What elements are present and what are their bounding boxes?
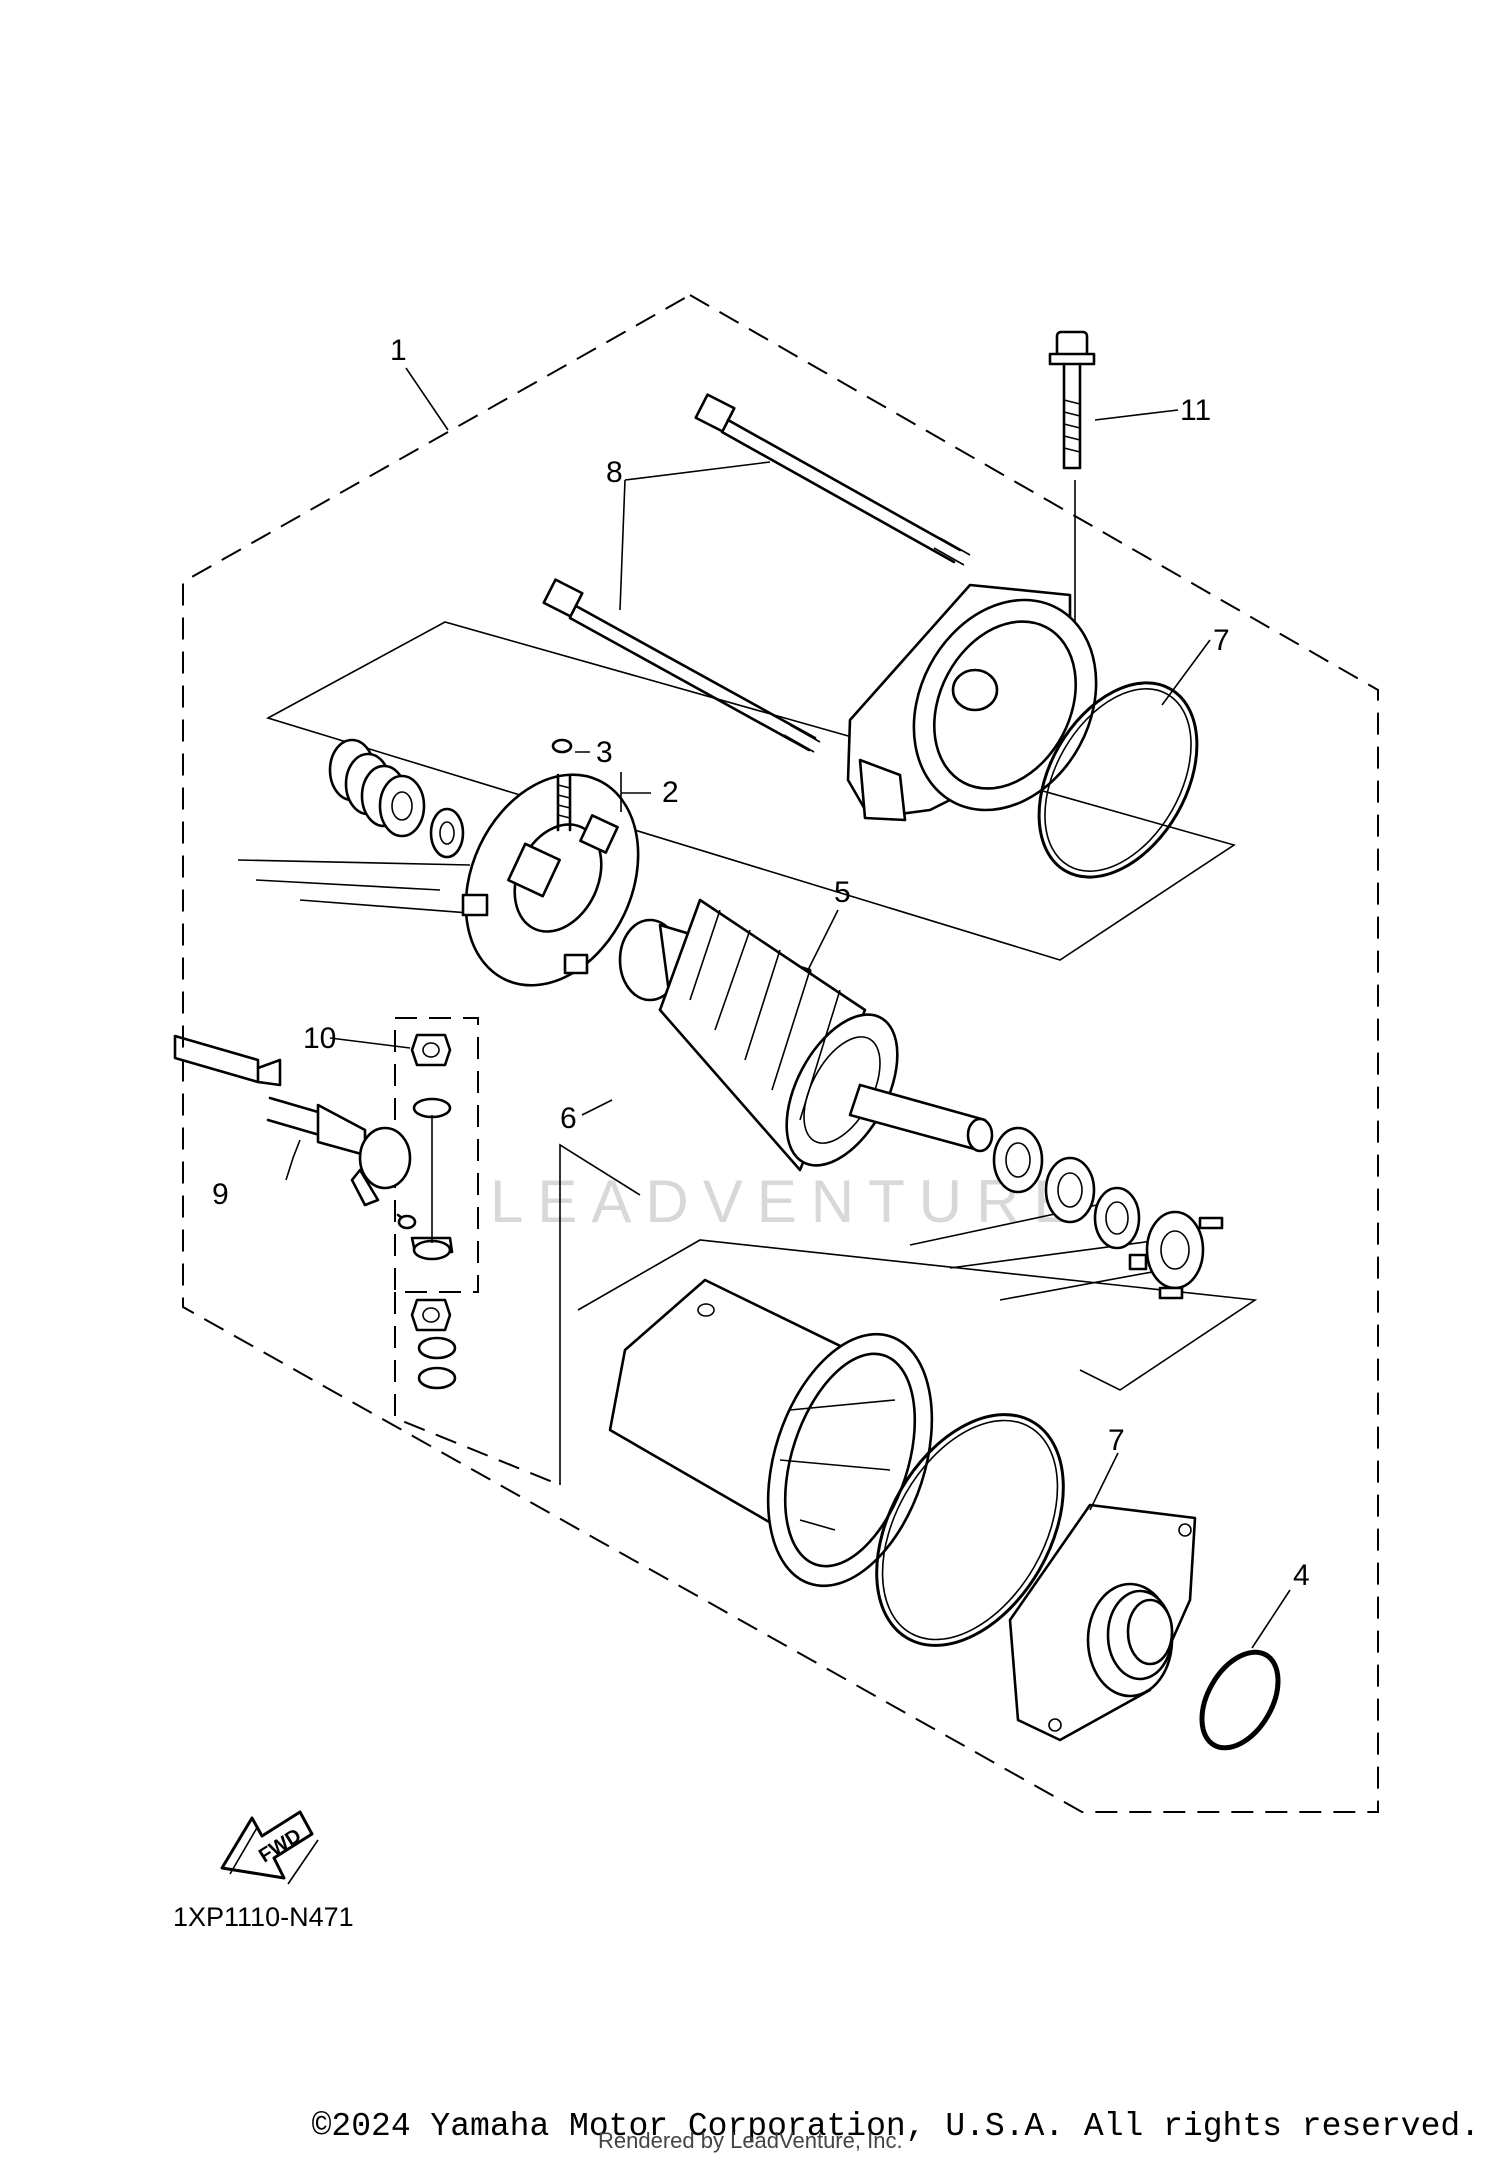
callout-9: 9 bbox=[212, 1178, 229, 1211]
reference-code: 1XP1110-N471 bbox=[173, 1902, 354, 1932]
watermark-text: LEADVENTURE bbox=[490, 1168, 1087, 1235]
terminal-washer-mid-icon bbox=[412, 1239, 452, 1261]
callout-2: 2 bbox=[662, 776, 679, 809]
brush-group-bracket bbox=[265, 621, 1236, 961]
front-cover-housing-icon bbox=[846, 583, 1098, 822]
terminal-washer-lower-1-icon bbox=[417, 1336, 457, 1360]
lock-washer-icon bbox=[1128, 1210, 1224, 1300]
spacer-washer-icon bbox=[429, 807, 465, 859]
yoke-body-icon bbox=[608, 1278, 934, 1588]
terminal-nut-lower-icon bbox=[410, 1298, 452, 1332]
yoke-group-bracket bbox=[577, 1239, 1258, 1391]
brush-holder-icon bbox=[461, 773, 640, 987]
callout-11: 11 bbox=[1180, 394, 1211, 427]
brush-spring-icon bbox=[328, 738, 426, 838]
o-ring-lower-icon bbox=[875, 1413, 1065, 1647]
rear-cover-icon bbox=[1008, 1503, 1197, 1742]
starter-lead-wire-icon bbox=[173, 1034, 454, 1254]
callout-7-upper: 7 bbox=[1213, 624, 1230, 657]
thrust-washer-icon bbox=[992, 1126, 1044, 1194]
terminal-group-outline-dashed-lower bbox=[394, 1292, 561, 1486]
callout-4: 4 bbox=[1293, 1559, 1310, 1592]
thrust-washer-2-icon bbox=[1044, 1156, 1096, 1224]
callout-1: 1 bbox=[390, 334, 407, 367]
through-bolt-lower-icon bbox=[542, 578, 821, 753]
callout-3: 3 bbox=[596, 736, 613, 769]
yoke-leader-line bbox=[559, 1143, 641, 1485]
cover-screw-icon bbox=[1048, 330, 1096, 470]
through-bolt-upper-icon bbox=[694, 393, 971, 566]
thrust-washer-3-icon bbox=[1093, 1186, 1141, 1250]
leader-lines bbox=[285, 367, 1291, 1649]
brush-terminal-bolt-icon bbox=[556, 773, 572, 832]
terminal-washer-lower-2-icon bbox=[417, 1366, 457, 1390]
callout-5: 5 bbox=[834, 876, 851, 909]
o-ring-rear-icon bbox=[1199, 1649, 1281, 1751]
rendered-by-credit: Rendered by LeadVenture, Inc. bbox=[598, 2128, 903, 2153]
o-ring-small-icon bbox=[551, 738, 573, 754]
terminal-group-outline-dashed bbox=[394, 1017, 479, 1293]
o-ring-upper-icon bbox=[1037, 681, 1199, 879]
armature-icon bbox=[618, 898, 994, 1172]
callout-7-lower: 7 bbox=[1108, 1424, 1125, 1457]
callout-6: 6 bbox=[560, 1102, 577, 1135]
terminal-nut-upper-icon bbox=[410, 1033, 452, 1067]
callout-10: 10 bbox=[303, 1022, 336, 1055]
fwd-arrow-icon: FWD bbox=[220, 1810, 319, 1885]
copyright-notice: ©2024 Yamaha Motor Corporation, U.S.A. A… bbox=[311, 2108, 1480, 2145]
terminal-washer-upper-icon bbox=[412, 1097, 452, 1119]
callout-8: 8 bbox=[606, 456, 623, 489]
assembly-outline-dashed bbox=[182, 293, 1379, 1813]
